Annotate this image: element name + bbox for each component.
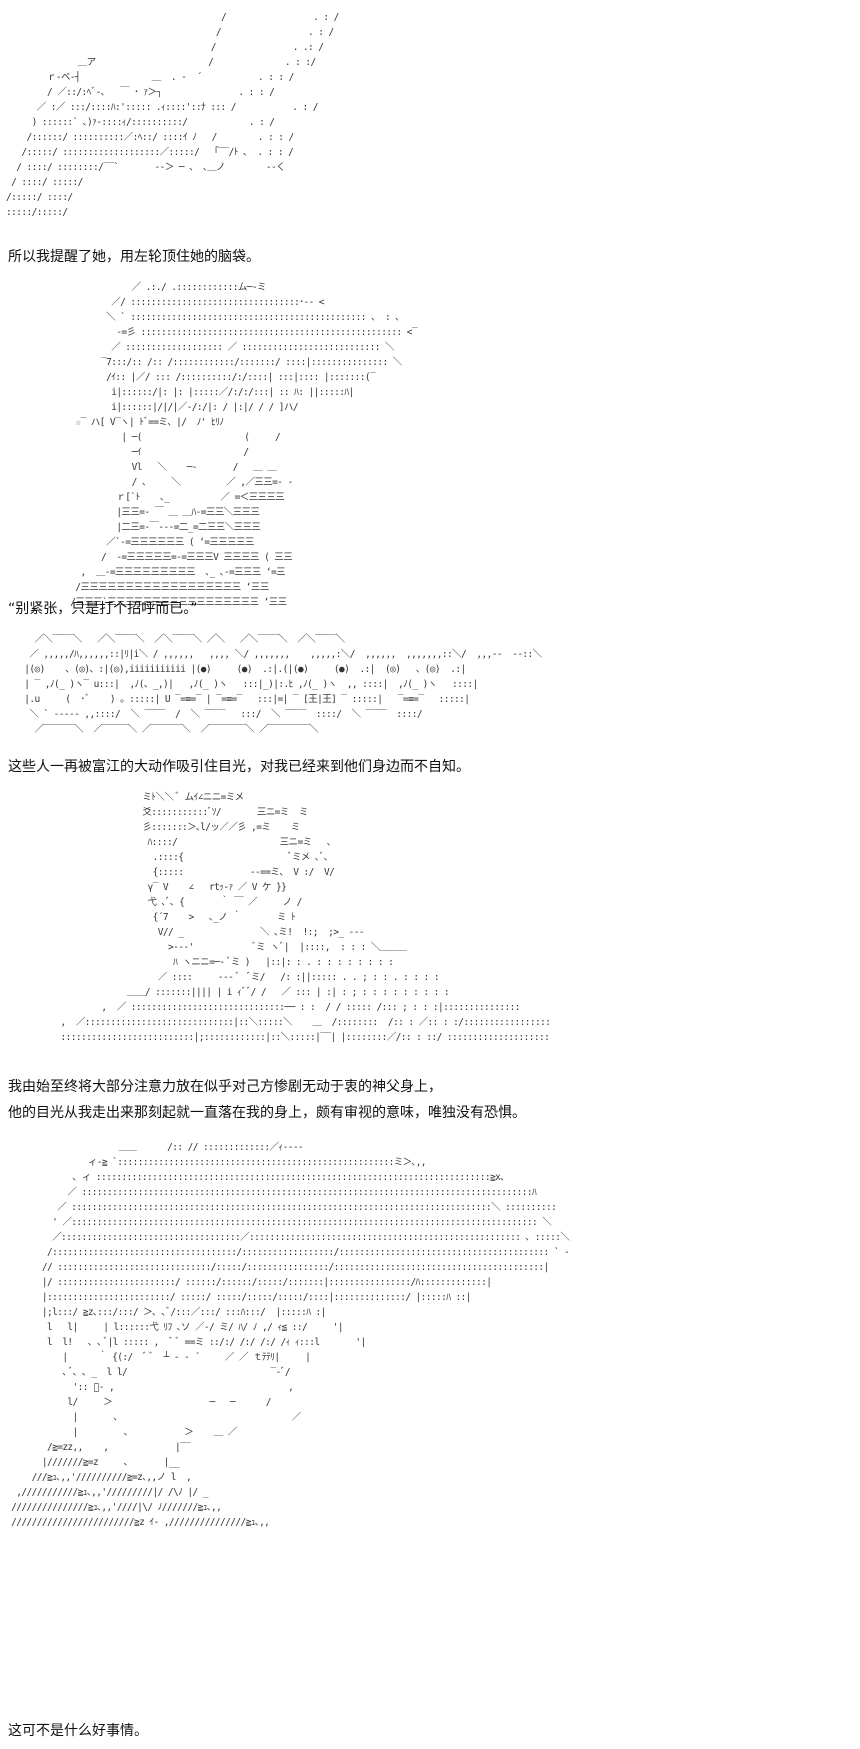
priest-closeup-art: ＿＿ /:: // :::::::::::::／ｨ‐‐‐‐ ィ‐≧ `:::::… bbox=[11, 1142, 570, 1528]
girl-art: ／ .:./ .::::::::::::ム─‐ミ ／/ ::::::::::::… bbox=[70, 282, 418, 608]
priest-art: ミﾄ＼＼ ﾞ ムｲ∠ニニ=ミメ 爻:::::::::::ﾞｿ/ 三ニ=ミ ミ 彡… bbox=[60, 792, 551, 1043]
caption-1: 所以我提醒了她，用左轮顶住她的脑袋。 bbox=[8, 249, 260, 265]
caption-2: “别紧张，只是打个招呼而已。” bbox=[8, 601, 198, 617]
caption-6: 这可不是什么好事情。 bbox=[8, 1723, 148, 1739]
hand-revolver-art: / . : / / . : / / . .: / ＿ア / bbox=[6, 12, 339, 218]
caption-3: 这些人一再被富江的大动作吸引住目光，对我已经来到他们身边而不自知。 bbox=[8, 759, 470, 775]
caption-5: 他的目光从我走出来那刻起就一直落在我的身上，颇有审视的意味，唯独没有恐惧。 bbox=[8, 1105, 526, 1121]
faces-art: ／＼‾‾‾‾＼ ／＼‾‾‾‾＼ ／＼‾‾‾‾＼ ／＼ ／＼‾‾‾‾＼ ／＼‾‾‾… bbox=[24, 634, 542, 735]
caption-4: 我由始至终将大部分注意力放在似乎对己方惨剧无动于衷的神父身上， bbox=[8, 1079, 442, 1095]
